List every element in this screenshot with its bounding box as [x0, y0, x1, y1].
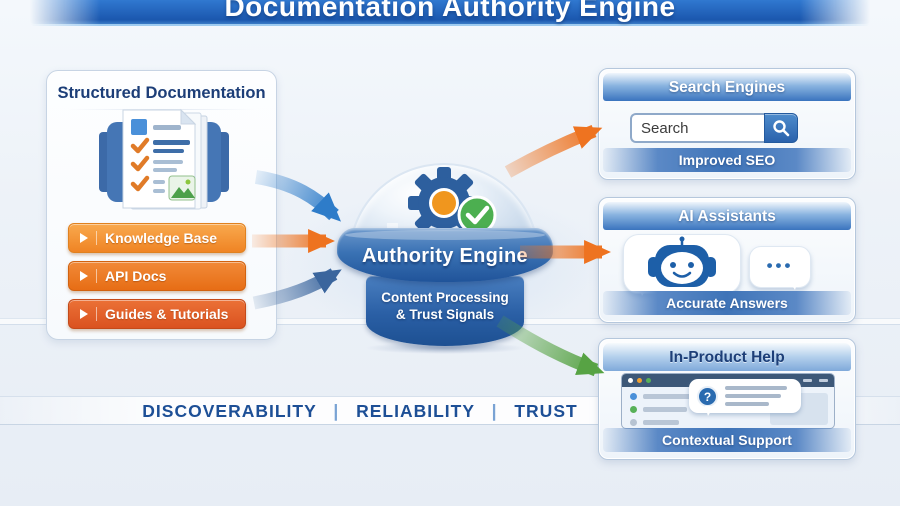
window-dot: [646, 378, 651, 383]
typing-bubble: •••: [749, 246, 811, 290]
typing-dots-icon: •••: [766, 256, 794, 275]
api-docs-button[interactable]: API Docs: [68, 261, 246, 291]
in-product-help-title: In-Product Help: [603, 343, 851, 371]
menu-row: [630, 419, 679, 426]
chat-bubble: [623, 234, 741, 296]
divider: [96, 269, 97, 283]
divider: [96, 307, 97, 321]
separator: |: [491, 401, 498, 421]
search-engines-title: Search Engines: [603, 73, 851, 101]
engine-pedestal: Content Processing & Trust Signals: [366, 276, 524, 346]
guides-tutorials-label: Guides & Tutorials: [105, 306, 229, 322]
separator: |: [333, 401, 340, 421]
question-icon: ?: [697, 385, 718, 407]
text-line: [643, 407, 687, 412]
accurate-answers-badge: Accurate Answers: [603, 291, 851, 315]
play-icon: [80, 309, 88, 319]
api-docs-label: API Docs: [105, 268, 167, 284]
divider: [96, 231, 97, 245]
in-product-help-panel: In-Product Help: [598, 338, 856, 460]
engine-label: Authority Engine: [337, 228, 553, 282]
engine-sublabel-line1: Content Processing: [381, 290, 509, 305]
window-dash: [819, 379, 828, 382]
text-line: [643, 394, 695, 399]
ai-assistants-panel: AI Assistants ••• Accurate Answers: [598, 197, 856, 323]
window-dot: [628, 378, 633, 383]
help-tooltip: ?: [689, 379, 801, 416]
structured-documentation-panel: Structured Documentation: [46, 70, 277, 340]
engine-shadow: [365, 342, 525, 354]
robot-icon: [648, 236, 716, 287]
keyword-discoverability: DISCOVERABILITY: [142, 401, 317, 421]
tooltip-text-lines: [725, 386, 793, 406]
window-dash: [803, 379, 812, 382]
check-icon: [457, 195, 497, 235]
knowledge-base-label: Knowledge Base: [105, 230, 218, 246]
search-button[interactable]: [764, 113, 798, 143]
documents-icon: [99, 108, 229, 210]
guides-tutorials-button[interactable]: Guides & Tutorials: [68, 299, 246, 329]
keyword-reliability: RELIABILITY: [356, 401, 475, 421]
search-engines-panel: Search Engines Improved SEO: [598, 68, 856, 180]
bullet-icon: [630, 406, 637, 413]
page-title: Documentation Authority Engine: [30, 0, 870, 26]
knowledge-base-button[interactable]: Knowledge Base: [68, 223, 246, 253]
play-icon: [80, 233, 88, 243]
engine-sublabel-line2: & Trust Signals: [395, 307, 495, 322]
menu-row: [630, 393, 695, 400]
left-panel-title: Structured Documentation: [57, 84, 266, 102]
bullet-icon: [630, 419, 637, 426]
improved-seo-badge: Improved SEO: [603, 148, 851, 172]
play-icon: [80, 271, 88, 281]
authority-engine: Content Processing & Trust Signals Autho…: [330, 150, 560, 355]
search-icon: [773, 120, 790, 137]
contextual-support-badge: Contextual Support: [603, 428, 851, 452]
menu-row: [630, 406, 687, 413]
ai-assistants-title: AI Assistants: [603, 202, 851, 230]
footer-keywords: DISCOVERABILITY | RELIABILITY | TRUST: [70, 401, 650, 422]
search-input[interactable]: [630, 113, 764, 143]
window-dot: [637, 378, 642, 383]
gear-icon: [408, 167, 480, 239]
bullet-icon: [630, 393, 637, 400]
keyword-trust: TRUST: [514, 401, 578, 421]
text-line: [643, 420, 679, 425]
